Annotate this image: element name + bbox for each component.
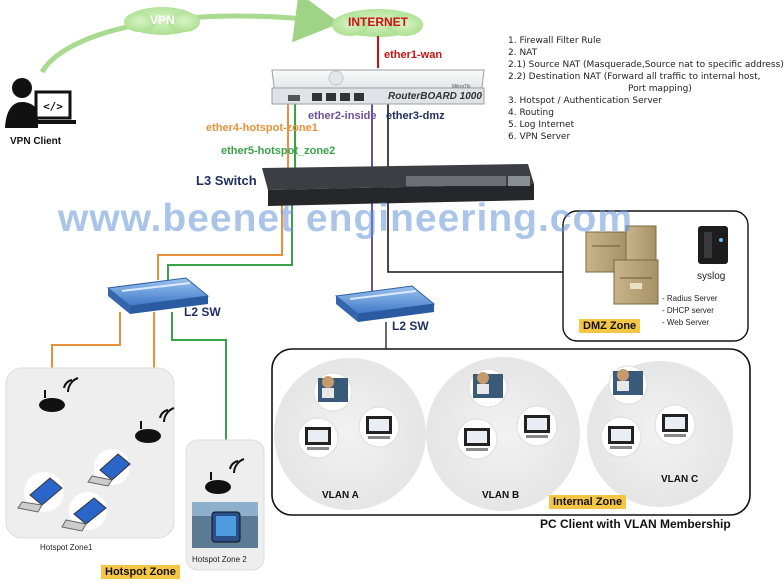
wireless-ap-icon-1 — [39, 377, 79, 412]
svg-text:</>: </> — [43, 100, 63, 113]
ether3-dmz-label: ether3-dmz — [386, 110, 445, 122]
tablet-photo — [192, 502, 258, 548]
dmz-service-web: - Web Server — [662, 318, 709, 327]
feature-item: 4. Routing — [508, 108, 554, 118]
vlan-c-label: VLAN C — [661, 474, 699, 485]
vlan-a-label: VLAN A — [322, 490, 359, 501]
laptop-icon-2 — [17, 472, 64, 513]
vlan-b-label: VLAN B — [482, 490, 520, 501]
vpn-label: VPN — [150, 13, 175, 27]
ether4-hotspot-zone1-label: ether4-hotspot-zone1 — [206, 122, 318, 134]
vpn-client-user-icon: </> — [5, 78, 76, 128]
dmz-server-stack — [585, 225, 659, 305]
vlan-a-circle — [274, 358, 426, 510]
pc-client-vlan-caption: PC Client with VLAN Membership — [540, 517, 731, 531]
diagram-graphics: </> — [5, 0, 751, 571]
vlan-b-circle — [426, 357, 580, 511]
l3-switch-device — [262, 164, 534, 206]
vlan-b-pc-icon-2 — [456, 418, 498, 460]
feature-item: 6. VPN Server — [508, 132, 571, 142]
vpn-client-label: VPN Client — [10, 136, 62, 147]
mikrotik-router-device — [271, 69, 485, 105]
ether1-wan-label: ether1-wan — [384, 49, 443, 61]
wireless-ap-icon-3 — [205, 458, 245, 494]
cable-ether3-dmz — [387, 102, 578, 273]
router-feature-list: 1. Firewall Filter Rule 2. NAT 2.1) Sour… — [508, 35, 784, 143]
vlan-b-pc-icon-1 — [516, 405, 558, 447]
router-model-label: RouterBOARD 1000 — [388, 91, 482, 102]
router-brand-label: MikroTik — [452, 84, 471, 90]
hotspot-zone1-label: Hotspot Zone1 — [40, 543, 93, 552]
feature-item: 1. Firewall Filter Rule — [508, 36, 601, 46]
hotspot-zone-tag: Hotspot Zone — [101, 565, 180, 579]
l2-sw-left-label: L2 SW — [184, 305, 221, 319]
internet-label: INTERNET — [348, 15, 408, 29]
feature-item: 5. Log Internet — [508, 120, 575, 130]
l2-switch-right-device — [334, 285, 436, 322]
syslog-label: syslog — [697, 271, 726, 282]
vlan-a-pc-icon-2 — [297, 417, 339, 459]
l2-switch-left-device — [106, 277, 210, 314]
vpn-cloud-shape — [124, 7, 200, 35]
feature-item: 2.1) Source NAT (Masquerade,Source nat t… — [508, 60, 784, 70]
laptop-icon-1 — [87, 449, 131, 487]
l2-sw-right-label: L2 SW — [392, 319, 429, 333]
syslog-nas-device — [698, 226, 728, 264]
hotspot-zone2-label: Hotspot Zone 2 — [192, 555, 247, 564]
ether2-inside-label: ether2-inside — [308, 110, 377, 122]
feature-item: 2. NAT — [508, 48, 538, 58]
l3-switch-label: L3 Switch — [196, 173, 257, 188]
dmz-zone-tag: DMZ Zone — [579, 319, 641, 333]
vlan-a-pc-icon-1 — [358, 406, 400, 448]
vlan-c-user-icon — [608, 365, 648, 405]
laptop-icon-3 — [61, 492, 107, 532]
ether5-hotspot-zone2-label: ether5-hotspot_zone2 — [221, 145, 336, 157]
vlan-c-pc-icon-2 — [600, 416, 642, 458]
dmz-service-radius: - Radius Server — [662, 294, 718, 303]
vlan-b-user-icon — [468, 368, 508, 408]
feature-item: 2.2) Destination NAT (Forward all traffi… — [508, 72, 761, 82]
feature-item: 3. Hotspot / Authentication Server — [508, 96, 662, 106]
feature-item: Port mapping) — [628, 84, 692, 94]
wireless-ap-icon-2 — [135, 407, 175, 443]
dmz-service-dhcp: - DHCP server — [662, 306, 714, 315]
internet-cloud-shape — [332, 9, 423, 37]
watermark-text: www.beenet engineering.com — [58, 197, 633, 240]
vlan-a-user-icon — [313, 372, 353, 412]
vlan-c-pc-icon-1 — [654, 404, 696, 446]
internal-zone-tag: Internal Zone — [549, 495, 627, 509]
network-topology-diagram: { "labels": { "vpn": "VPN", "internet": … — [5, 0, 784, 579]
